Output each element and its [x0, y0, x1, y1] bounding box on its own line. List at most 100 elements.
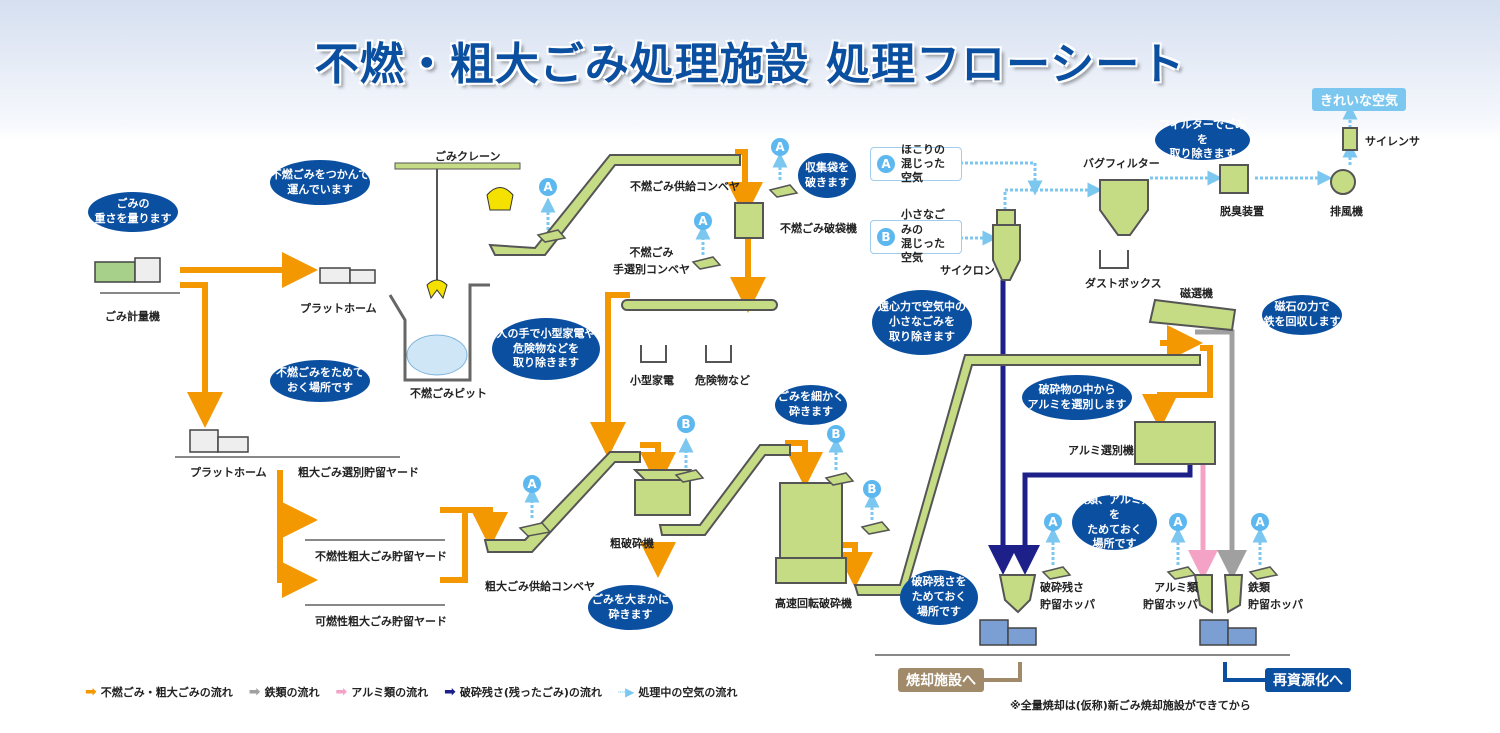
crane-rail	[394, 162, 521, 170]
tag-b-icon: B	[877, 228, 895, 246]
incinerator-arrow	[980, 662, 1022, 682]
label-feed-conveyor: 不燃ごみ供給コンベヤ	[630, 180, 740, 193]
middle-conveyor	[658, 444, 791, 536]
waste-flow-lines	[180, 149, 1213, 598]
label-cyclone: サイクロン	[940, 264, 995, 277]
label-coarse-crusher: 粗破砕機	[610, 537, 654, 550]
residue-conveyor	[853, 354, 1201, 596]
legend-item-air: ┈▶処理中の空気の流れ	[617, 685, 738, 699]
label-bag-breaker: 不燃ごみ破袋機	[780, 222, 857, 235]
label-aluminum-hopper: アルミ類 貯留ホッパ	[1143, 581, 1198, 611]
label-small-appliances: 小型家電	[630, 374, 674, 387]
residue-hopper	[998, 574, 1037, 614]
bubble-hand-sort: 人の手で小型家電や 危険物などを 取り除きます	[492, 318, 600, 380]
pink-arrow-icon: ➡	[335, 684, 348, 700]
label-exhaust-fan: 排風機	[1330, 205, 1363, 218]
label-platform2: プラットホーム	[190, 466, 267, 479]
label-pit: 不燃ごみピット	[410, 387, 487, 400]
sorting-bins	[640, 250, 1129, 363]
bag-breaker-machine	[734, 202, 764, 239]
bag-filter-body	[1099, 179, 1149, 236]
aluminum-hopper	[1193, 574, 1213, 614]
tag-b-icon: B	[827, 425, 845, 443]
gray-arrow-icon: ➡	[248, 684, 261, 700]
bubble-magnetic: 磁石の力で 鉄を回収します	[1262, 295, 1342, 335]
label-dust-box: ダストボックス	[1085, 277, 1162, 290]
legend-item-waste: ➡不燃ごみ・粗大ごみの流れ	[85, 684, 233, 700]
page-title: 不燃・粗大ごみ処理施設 処理フローシート	[314, 39, 1186, 90]
clean-air-label: きれいな空気	[1312, 88, 1407, 111]
tag-a-icon: A	[1044, 513, 1062, 531]
label-deodorizer: 脱臭装置	[1220, 205, 1264, 218]
aluminum-separator-body	[1134, 421, 1216, 465]
bubble-coarse-crusher: ごみを大まかに 砕きます	[588, 585, 673, 630]
footnote: ※全量焼却は(仮称)新ごみ焼却施設ができてから	[1010, 699, 1251, 712]
iron-flow-line	[1195, 329, 1247, 580]
label-residue-hopper: 破砕残さ 貯留ホッパ	[1040, 581, 1095, 611]
tag-b-icon: B	[863, 480, 881, 498]
pit-waste	[406, 334, 468, 376]
label-aluminum-separator: アルミ選別機	[1068, 444, 1134, 457]
cyclone-body	[992, 224, 1021, 281]
label-nonburn-bulky-yard: 不燃性粗大ごみ貯留ヤード	[315, 550, 447, 563]
legend-item-residue: ➡破砕残さ(残ったごみ)の流れ	[444, 684, 602, 700]
label-platform1: プラットホーム	[300, 302, 377, 315]
residue-flow-lines	[988, 280, 1193, 575]
label-bulky-sort-yard: 粗大ごみ選別貯留ヤード	[298, 466, 419, 479]
cyclone-top	[996, 209, 1016, 226]
recycling-arrow	[1223, 662, 1265, 682]
pit-wall	[388, 283, 490, 382]
tag-a-icon: A	[1169, 513, 1187, 531]
air-source-a: A ほこりの 混じった空気	[870, 143, 962, 184]
silencer-box	[1342, 127, 1358, 151]
bubble-bag-filter: フィルターでごみを 取り除きます	[1155, 118, 1250, 160]
label-hazardous: 危険物など	[695, 374, 750, 387]
nonburnable-feed-conveyor	[488, 154, 741, 256]
air-source-b: B 小さなごみの 混じった空気	[870, 208, 962, 264]
bubble-residue-hopper: 破砕残さを ためておく 場所です	[900, 570, 978, 625]
label-burn-bulky-yard: 可燃性粗大ごみ貯留ヤード	[315, 615, 447, 628]
deodorizer-box	[1219, 164, 1249, 194]
tag-a-icon: A	[877, 155, 895, 173]
tag-b-icon: B	[677, 415, 695, 433]
label-hand-sort-conveyor: 不燃ごみ 手選別コンベヤ	[613, 246, 690, 276]
label-bulky-feed-conveyor: 粗大ごみ供給コンベヤ	[485, 580, 595, 593]
label-high-speed-crusher: 高速回転破砕機	[775, 597, 852, 610]
bubble-cyclone: 遠心力で空気中の 小さなごみを 取り除きます	[872, 290, 972, 355]
coarse-crusher-body	[634, 479, 691, 516]
tag-a-icon: A	[523, 475, 541, 493]
crane-grab	[426, 279, 448, 300]
header-background	[0, 0, 1500, 140]
iron-hopper	[1223, 574, 1244, 614]
high-speed-crusher-body	[779, 482, 843, 559]
to-recycling-label: 再資源化へ	[1265, 668, 1351, 692]
conveyors	[483, 154, 1201, 596]
legend-item-iron: ➡鉄類の流れ	[248, 684, 320, 700]
orange-arrow-icon: ➡	[85, 684, 97, 700]
magnetic-separator	[1148, 298, 1237, 332]
bubble-crane: 不燃ごみをつかんで 運んでいます	[270, 160, 370, 205]
label-magnetic-separator: 磁選機	[1180, 287, 1213, 300]
dust-collection-pans	[518, 184, 1279, 580]
tag-a-icon: A	[539, 178, 557, 196]
bubble-bag-breaker: 収集袋を 破きます	[798, 153, 856, 198]
dotted-arrow-icon: ┈▶	[617, 685, 635, 699]
bubble-metal-hopper: 鉄類、アルミ類を ためておく 場所です	[1072, 493, 1157, 550]
bubble-scale: ごみの 重さを量ります	[88, 192, 178, 232]
label-bag-filter: バグフィルター	[1083, 157, 1160, 170]
bubble-pit: 不燃ごみをためて おく場所です	[270, 360, 370, 402]
label-silencer: サイレンサ	[1365, 135, 1420, 148]
bulky-feed-conveyor	[483, 451, 641, 553]
to-incinerator-label: 焼却施設へ	[898, 668, 984, 692]
label-crane: ごみクレーン	[435, 150, 501, 163]
bubble-aluminum: 破砕物の中から アルミを選別します	[1022, 375, 1132, 420]
tag-a-icon: A	[694, 212, 712, 230]
crane-grab-loaded	[486, 187, 514, 211]
ground-lines	[100, 292, 1290, 656]
hand-sort-conveyor	[621, 299, 778, 311]
label-scale: ごみ計量機	[105, 310, 160, 323]
tag-a-icon: A	[1251, 513, 1269, 531]
air-source-a-text: ほこりの 混じった空気	[901, 142, 945, 185]
trucks	[94, 257, 1257, 646]
